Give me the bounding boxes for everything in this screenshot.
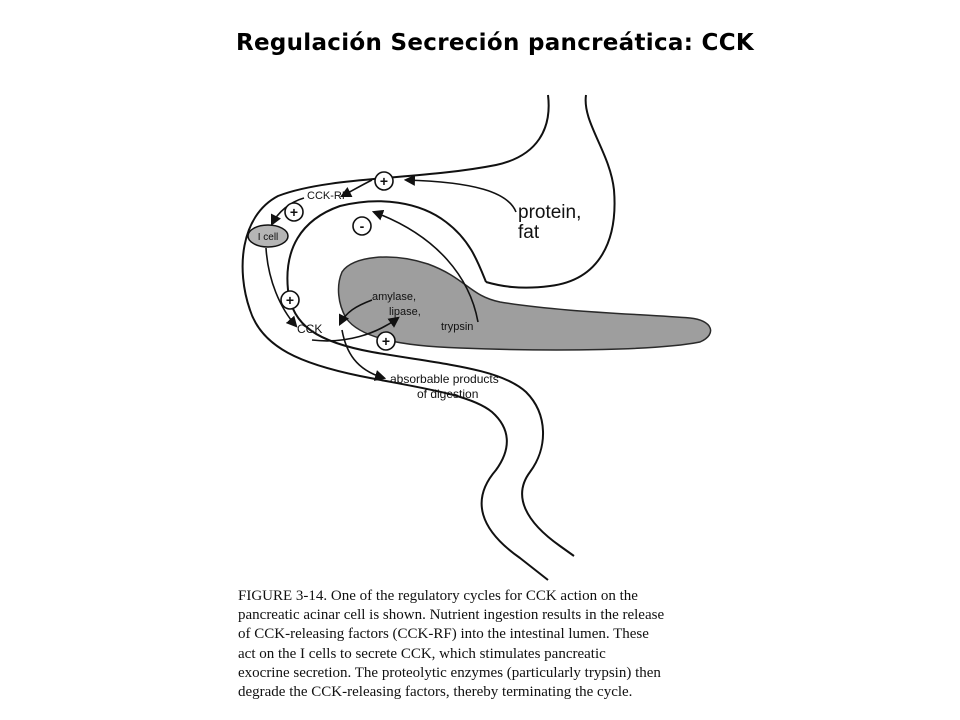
svg-text:-: - [360,218,365,234]
plus-sign-pancreas: + [376,331,396,351]
gut-inner-wall [286,200,575,557]
caption-line: act on the I cells to secrete CCK, which… [238,645,606,662]
gut-outer-wall [241,94,550,581]
label-trypsin: trypsin [441,321,473,333]
label-protein: protein, [518,202,581,223]
minus-sign-trypsin: - [352,216,372,236]
caption-line: pancreatic acinar cell is shown. Nutrien… [238,607,665,624]
figure-caption: FIGURE 3-14. One of the regulatory cycle… [238,587,718,702]
label-cck: CCK [297,322,322,336]
arrow-to-absorbable-products [341,329,387,381]
label-i-cell: I cell [258,232,279,243]
plus-sign-nutrient: + [374,171,394,191]
svg-text:+: + [290,204,298,220]
label-of-digestion: of digestion [417,387,478,401]
arrow-cck-to-pancreas [311,316,400,342]
caption-line: degrade the CCK-releasing factors, there… [238,684,633,701]
svg-text:+: + [380,173,388,189]
arrow-plus-to-cck-rf [339,179,373,198]
label-absorbable-products: absorbable products [390,372,499,386]
stomach-right-wall [485,94,616,289]
label-amylase: amylase, [372,291,416,303]
arrow-cck-rf-to-icell [270,197,305,227]
arrow-icell-to-cck [265,247,298,328]
label-fat: fat [518,222,540,243]
caption-line: FIGURE 3-14. One of the regulatory cycle… [238,588,638,604]
label-lipase: lipase, [389,306,421,318]
pancreas [337,256,712,351]
i-cell [247,224,289,248]
caption-line: exocrine secretion. The proteolytic enzy… [238,664,661,681]
arrow-enzymes-to-lumen [338,299,373,327]
svg-text:+: + [382,333,390,349]
arrow-trypsin-inhibit-cck-rf [371,209,479,323]
label-cck-rf: CCK-RF [307,190,349,202]
svg-text:+: + [286,292,294,308]
arrow-protein-to-plus [403,174,517,213]
plus-sign-cck-rf: + [284,202,304,222]
slide-title: Regulación Secreción pancreática: CCK [235,30,755,56]
plus-sign-icell: + [280,290,300,310]
caption-line: of CCK-releasing factors (CCK-RF) into t… [238,626,649,643]
